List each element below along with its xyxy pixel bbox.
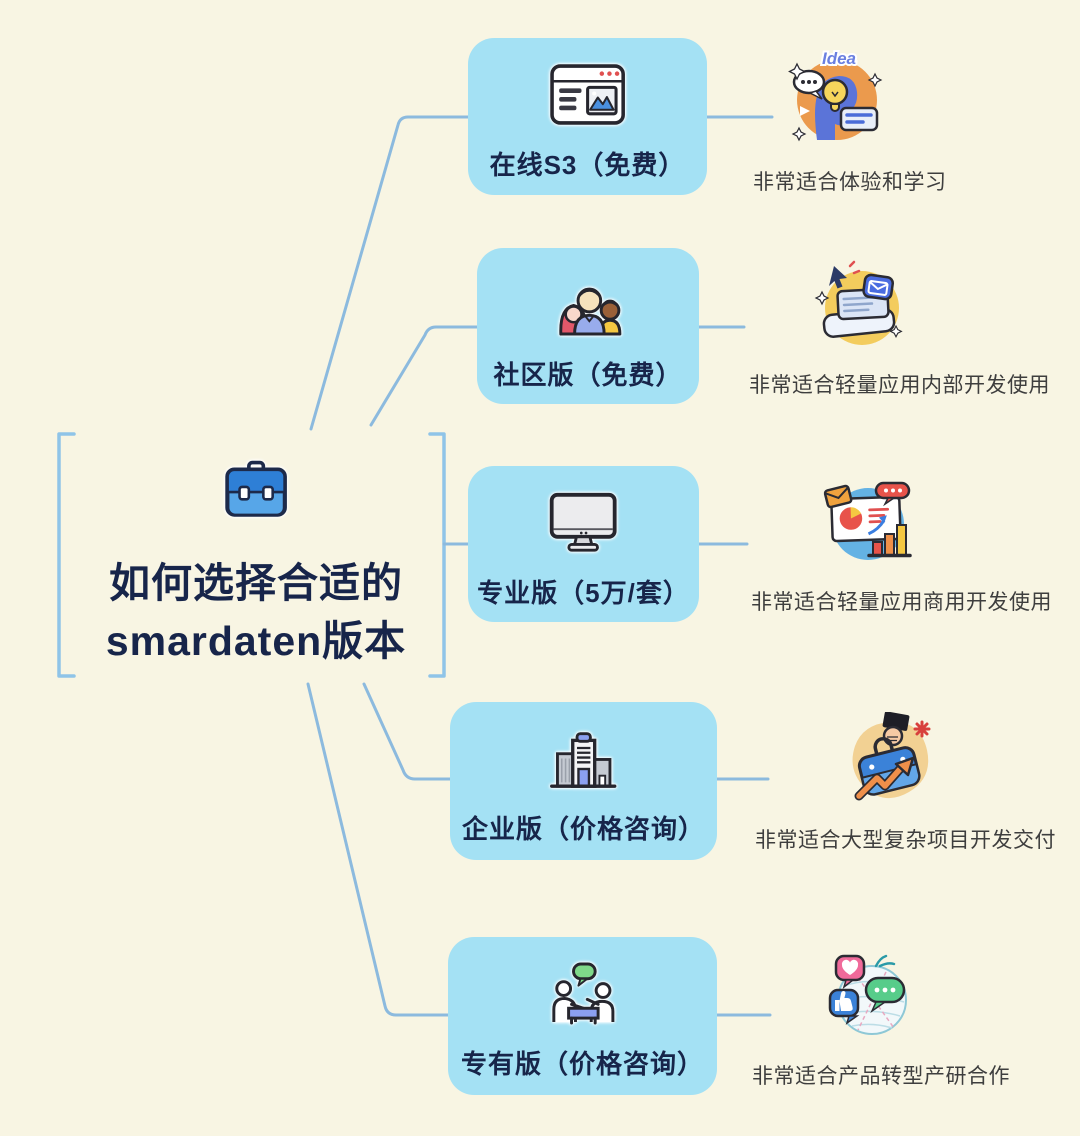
branch-node-enterprise[interactable]: 企业版（价格咨询） <box>450 702 717 860</box>
browser-window-icon <box>550 64 625 125</box>
branch-label: 专业版（5万/套） <box>477 578 690 608</box>
branch-description[interactable]: 非常适合体验和学习 <box>753 171 947 194</box>
central-title: 如何选择合适的 smardaten版本 <box>106 554 406 670</box>
connector-central-to-branch-5 <box>306 682 450 1017</box>
idea-illustration: Idea <box>788 47 883 142</box>
branch-node-community[interactable]: 社区版（免费） <box>477 248 699 404</box>
idea-text: Idea <box>822 49 856 68</box>
desktop-monitor-icon <box>550 492 617 552</box>
briefcase-icon <box>225 460 287 517</box>
branch-label: 专有版（价格咨询） <box>460 1049 704 1079</box>
branch-description[interactable]: 非常适合轻量应用商用开发使用 <box>751 591 1052 614</box>
central-topic[interactable]: 如何选择合适的 smardaten版本 <box>96 460 416 670</box>
connector-central-to-branch-2 <box>369 325 479 427</box>
branch-node-professional[interactable]: 专业版（5万/套） <box>468 466 699 622</box>
connector-central-to-branch-1 <box>309 115 470 431</box>
branch-label: 在线S3（免费） <box>489 150 686 180</box>
central-title-line1: 如何选择合适的 <box>109 560 403 606</box>
central-title-line2: smardaten版本 <box>105 618 407 664</box>
branch-label: 企业版（价格咨询） <box>461 814 705 844</box>
branch-description[interactable]: 非常适合产品转型产研合作 <box>752 1065 1010 1088</box>
central-right-bracket <box>428 432 446 678</box>
central-left-bracket <box>57 432 76 678</box>
connector-central-to-branch-4 <box>362 682 452 781</box>
branch-description[interactable]: 非常适合大型复杂项目开发交付 <box>755 829 1056 852</box>
office-building-icon <box>550 732 617 788</box>
branch-node-online-s3[interactable]: 在线S3（免费） <box>468 38 707 195</box>
chat-feedback-illustration <box>828 954 907 1035</box>
meeting-people-icon <box>552 962 615 1025</box>
mail-document-illustration <box>814 260 903 345</box>
chart-presentation-illustration <box>823 481 912 560</box>
team-people-icon <box>558 287 621 336</box>
branch-description[interactable]: 非常适合轻量应用内部开发使用 <box>749 374 1050 397</box>
branch-label: 社区版（免费） <box>493 360 683 390</box>
briefcase-growth-illustration <box>852 712 931 801</box>
branch-node-proprietary[interactable]: 专有版（价格咨询） <box>448 937 717 1095</box>
